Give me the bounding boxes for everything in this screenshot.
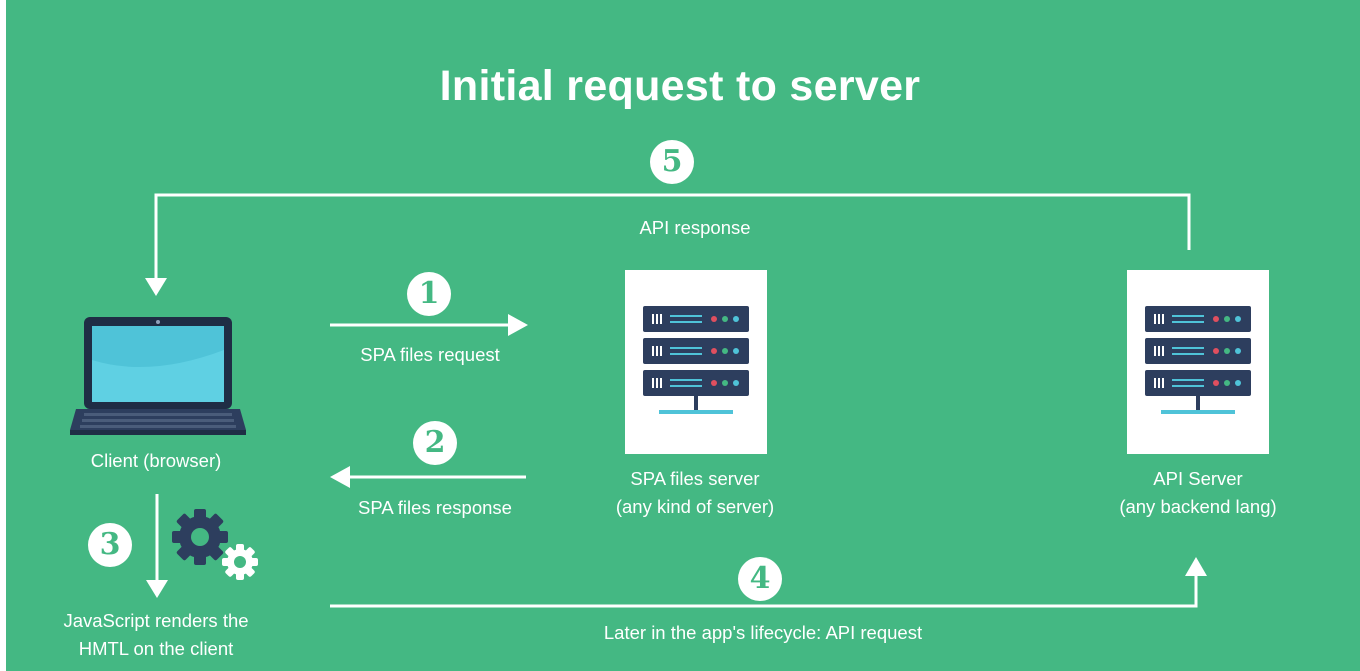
spa-server-label-line2: (any kind of server)	[615, 496, 775, 517]
server-rack-icon	[1145, 306, 1251, 414]
step-4-badge: 4	[738, 557, 782, 601]
gears-icon	[172, 509, 258, 580]
diagram-title: Initial request to server	[439, 62, 921, 110]
arrowhead-step3	[146, 580, 168, 598]
step-2-label: SPA files response	[358, 497, 512, 518]
api-server-label-line2: (any backend lang)	[1119, 496, 1277, 517]
step-4-label: Later in the app's lifecycle: API reques…	[603, 622, 923, 643]
step-5-label: API response	[639, 217, 751, 238]
spa-server-label-line1: SPA files server	[630, 468, 760, 489]
server-rack-icon	[643, 306, 749, 414]
api-server-card	[1127, 270, 1269, 454]
step-1-badge: 1	[407, 272, 451, 316]
arrowhead-step1	[508, 314, 528, 336]
step-3-label-line1: JavaScript renders the	[63, 610, 249, 631]
spa-server-card	[625, 270, 767, 454]
arrowhead-step4	[1185, 557, 1207, 576]
arrow-step5	[154, 193, 1191, 282]
step-2-badge: 2	[413, 421, 457, 465]
step-3-label-line2: HMTL on the client	[78, 638, 234, 659]
api-server-label-line1: API Server	[1153, 468, 1243, 489]
step-1-label: SPA files request	[360, 344, 500, 365]
laptop-icon	[70, 317, 246, 435]
arrow-step4	[330, 572, 1198, 608]
client-label: Client (browser)	[90, 450, 222, 471]
step-3-badge: 3	[88, 523, 132, 567]
step-5-badge: 5	[650, 140, 694, 184]
arrowhead-step2	[330, 466, 350, 488]
arrowhead-step5	[145, 278, 167, 296]
